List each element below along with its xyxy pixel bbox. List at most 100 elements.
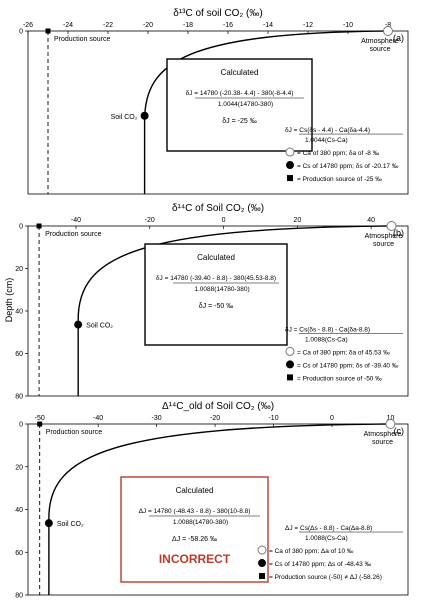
legend-entry: = Production source of -25 ‰ — [297, 176, 382, 183]
x-tick-label: -40 — [71, 217, 81, 224]
soil-co2-label: Soil CO₂ — [57, 521, 84, 528]
calculated-box-title: Calculated — [176, 486, 214, 495]
production-source-marker — [36, 223, 42, 229]
y-tick-label: 0 — [19, 29, 23, 36]
y-tick-label: 80 — [15, 593, 23, 600]
calculated-box-title: Calculated — [221, 68, 259, 77]
x-tick-label: 20 — [293, 217, 301, 224]
mixing-formula-denominator: 1.0044(Cs-Ca) — [305, 137, 348, 144]
calculated-box — [166, 58, 313, 152]
legend-entry: = Ca of 380 ppm; δa of 45.53 ‰ — [297, 349, 390, 356]
panel-label: (b) — [393, 228, 404, 238]
legend-soil-symbol — [258, 559, 266, 568]
calculation-denominator: 1.0044(14780-380) — [218, 101, 273, 108]
production-source-marker — [45, 28, 51, 34]
soil-co2-profile-line — [48, 423, 391, 595]
panel-title: Δ¹⁴C_old of Soil CO₂ (‰) — [162, 401, 274, 412]
mixing-formula-numerator: ΔJ = Cs(Δs - 8.8) - Ca(Δa-8.8) — [285, 525, 372, 532]
y-tick-label: 80 — [15, 394, 23, 401]
y-tick-label: 0 — [19, 422, 23, 429]
calculation-numerator: ΔJ = 14780 (-48.43 - 8.8) - 380(10-8.8) — [139, 508, 251, 515]
y-tick-label: 40 — [15, 507, 23, 514]
legend-entry: = Production source of -50 ‰ — [297, 375, 382, 382]
panel-title: δ¹⁴C of Soil CO₂ (‰) — [172, 203, 264, 214]
soil-co2-label: Soil CO₂ — [111, 114, 138, 121]
x-tick-label: -18 — [183, 22, 193, 29]
calculation-numerator: δJ = 14780 (-39.40 - 8.8) - 380(45.53-8.… — [156, 275, 276, 282]
x-tick-label: -30 — [152, 415, 162, 422]
calculated-box — [144, 243, 288, 346]
legend-atmosphere-symbol — [257, 545, 267, 555]
x-tick-label: -24 — [63, 22, 73, 29]
x-tick-label: -10 — [268, 415, 278, 422]
panel-c: Δ¹⁴C_old of Soil CO₂ (‰) -50 -40 -30 -20 -10 0… — [15, 401, 409, 600]
soil-co2-marker — [140, 111, 149, 120]
x-tick-label: -14 — [263, 22, 273, 29]
x-tick-label: -20 — [210, 415, 220, 422]
soil-co2-marker — [74, 320, 83, 329]
mixing-formula-numerator: δJ = Cs(δs - 8.8) - Ca(δa-8.8) — [285, 326, 370, 333]
panel-a: δ¹³C of soil CO₂ (‰) -26 -24 -22 -20 -18 -16 -1… — [19, 8, 409, 195]
x-tick-label: -20 — [145, 217, 155, 224]
incorrect-label: INCORRECT — [159, 552, 231, 566]
calculation-result: ΔJ = -58.26 ‰ — [172, 536, 217, 543]
legend-entry: = Cs of 14780 ppm; δs of -39.40 ‰ — [297, 362, 399, 369]
calculated-box — [120, 476, 269, 583]
legend-atmosphere-symbol — [285, 346, 295, 356]
x-tick-label: 0 — [222, 217, 226, 224]
x-tick-label: 0 — [330, 415, 334, 422]
calculated-box-title: Calculated — [197, 253, 235, 262]
y-tick-label: 0 — [19, 224, 23, 231]
legend-atmosphere-symbol — [285, 147, 295, 157]
y-axis-label: Depth (cm) — [4, 278, 14, 323]
x-tick-label: -50 — [35, 415, 45, 422]
mixing-formula-denominator: 1.0088(Cs-Ca) — [305, 336, 348, 343]
atmosphere-source-marker — [383, 26, 393, 36]
panel-label: (a) — [393, 33, 404, 43]
calculation-denominator: 1.0088(14780-380) — [173, 519, 228, 526]
x-tick-label: -12 — [303, 22, 313, 29]
calculation-denominator: 1.0088(14780-380) — [194, 286, 249, 293]
x-tick-label: -26 — [23, 22, 33, 29]
soil-co2-label: Soil CO₂ — [86, 323, 113, 330]
plot-frame — [27, 30, 409, 195]
y-tick-label: 60 — [15, 351, 23, 358]
y-tick-label: 60 — [15, 550, 23, 557]
x-tick-label: -8 — [385, 22, 391, 29]
legend-soil-symbol — [286, 161, 294, 170]
production-source-marker — [37, 421, 43, 427]
legend-soil-symbol — [286, 360, 294, 369]
mixing-formula-numerator: δJ = Cs(δs - 4.4) - Ca(δa-4.4) — [285, 127, 370, 134]
legend-entry: = Cs of 14780 ppm; δs of -20.17 ‰ — [297, 163, 399, 170]
production-source-label: Production source — [54, 36, 111, 43]
atmosphere-source-marker — [385, 419, 396, 429]
x-tick-label: -40 — [93, 415, 103, 422]
panel-title: δ¹³C of soil CO₂ (‰) — [173, 8, 262, 19]
x-tick-label: -16 — [223, 22, 233, 29]
x-tick-label: -22 — [103, 22, 113, 29]
legend-entry: = Ca of 380 ppm; Δa of 10 ‰ — [269, 548, 354, 555]
panel-label: (c) — [394, 426, 405, 436]
legend-entry: = Ca of 380 ppm; δa of -8 ‰ — [297, 150, 380, 157]
mixing-formula-denominator: 1.0088(Cs-Ca) — [305, 535, 348, 542]
x-tick-label: -10 — [343, 22, 353, 29]
x-tick-label: -20 — [143, 22, 153, 29]
y-tick-label: 40 — [15, 309, 23, 316]
calculation-result: δJ = -25 ‰ — [222, 118, 256, 125]
production-source-label: Production source — [45, 231, 102, 238]
soil-co2-profile-line — [77, 225, 392, 396]
y-tick-label: 20 — [15, 464, 23, 471]
legend-production-symbol — [287, 175, 293, 182]
soil-co2-marker — [44, 519, 53, 528]
legend-production-symbol — [259, 573, 265, 580]
legend-production-symbol — [287, 374, 293, 381]
calculation-numerator: δJ = 14780 (-20.38- 4.4) - 380(-8-4.4) — [186, 90, 294, 97]
legend-entry: = Cs of 14780 ppm; Δs of -48.43 ‰ — [269, 561, 372, 568]
atmosphere-source-marker — [386, 221, 397, 231]
y-tick-label: 20 — [15, 266, 23, 273]
